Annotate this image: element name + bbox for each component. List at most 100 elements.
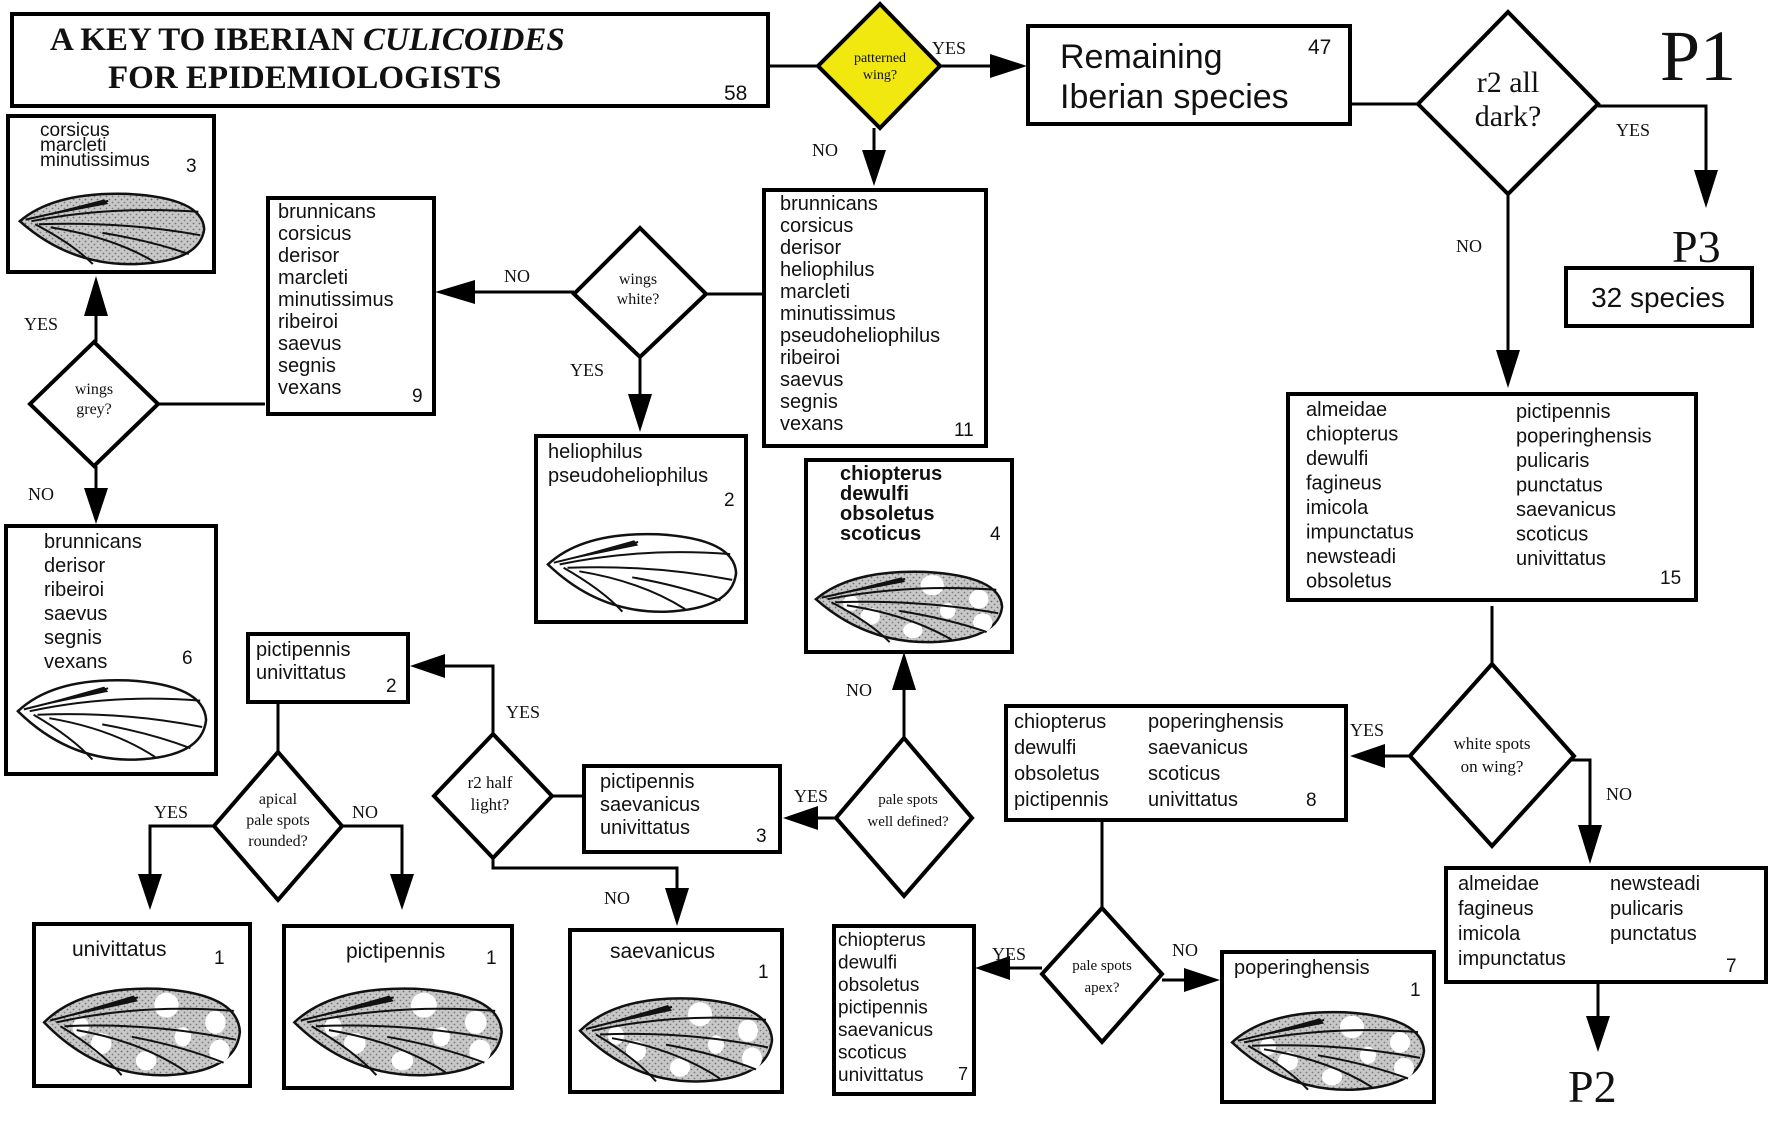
arrowhead	[138, 874, 162, 910]
wing-costa	[553, 540, 639, 563]
connector-apical-pict1	[342, 824, 404, 874]
label-yes: YES	[570, 360, 604, 380]
label-yes: YES	[1616, 120, 1650, 140]
arrowhead	[410, 654, 445, 678]
pale-spot	[973, 613, 993, 632]
connectors	[84, 54, 1718, 1052]
wing-vein	[311, 1025, 378, 1076]
species-name: chiopterus	[1306, 424, 1398, 446]
species-name: pseudoheliophilus	[780, 325, 940, 347]
wing-vein	[34, 223, 94, 265]
species-list: saevanicus	[610, 940, 715, 963]
species-name: ribeiroi	[780, 347, 840, 369]
arrowhead	[390, 874, 414, 910]
species-name: obsoletus	[1014, 763, 1100, 785]
box-count: 3	[756, 826, 767, 847]
species-name: obsoletus	[1306, 571, 1392, 593]
species-name: vexans	[44, 651, 107, 673]
species-name: saevanicus	[600, 794, 700, 816]
wing-costa	[50, 995, 138, 1021]
label-no: NO	[352, 802, 378, 822]
arrowhead	[783, 806, 818, 830]
box-popering: poperinghensis 1	[1220, 950, 1436, 1104]
species-name: impunctatus	[1306, 522, 1414, 544]
species-name: vexans	[278, 377, 341, 399]
pale-spot	[135, 1051, 157, 1071]
wing-vein	[328, 1029, 447, 1074]
wing-vein	[56, 1007, 234, 1024]
arrowhead	[84, 276, 108, 316]
question-line: wing?	[863, 68, 897, 83]
species-name: pulicaris	[1610, 898, 1683, 920]
species-name: chiopterus	[840, 463, 942, 485]
question-line: on wing?	[1461, 757, 1524, 776]
species-name: dewulfi	[838, 953, 897, 974]
label-no: NO	[1606, 784, 1632, 804]
species-name: impunctatus	[1458, 948, 1566, 970]
pale-spot	[1322, 1068, 1342, 1086]
arrowhead	[1586, 1016, 1610, 1052]
species-list: poperinghensis	[1234, 957, 1370, 979]
species-name: saevanicus	[838, 1020, 933, 1041]
pale-spot	[738, 1019, 758, 1042]
label-yes: YES	[992, 944, 1026, 964]
wing-vein	[835, 600, 999, 615]
pale-spot	[344, 1032, 366, 1055]
arrowhead	[1694, 170, 1718, 208]
wing-vein	[559, 551, 731, 566]
species-name: minutissimus	[40, 150, 150, 171]
box-count: 2	[724, 490, 735, 511]
question-line: r2 half	[468, 773, 513, 792]
wing-vein	[665, 1043, 757, 1071]
species-name: derisor	[278, 245, 339, 267]
pale-spot	[72, 1017, 89, 1037]
box-count: 15	[1660, 568, 1681, 589]
title-box: A KEY TO IBERIAN CULICOIDES FOR EPIDEMIO…	[10, 12, 770, 108]
pale-spot	[920, 575, 944, 596]
question-line: dark?	[1475, 100, 1542, 133]
page-label-p2: P2	[1568, 1061, 1617, 1112]
pale-spot	[843, 595, 859, 611]
species-name: vexans	[780, 413, 843, 435]
wing-costa	[23, 686, 109, 710]
arrowhead	[990, 54, 1027, 78]
page-label-p1: P1	[1660, 16, 1736, 96]
species-name: minutissimus	[278, 289, 394, 311]
species-name: imicola	[1458, 923, 1521, 945]
wing-illustration-spotted	[292, 987, 503, 1077]
wing-costa	[821, 577, 906, 598]
pale-spot	[209, 1039, 230, 1063]
species-name: univittatus	[1148, 789, 1238, 811]
species-name: corsicus	[40, 120, 110, 141]
question-line: r2 all	[1477, 66, 1539, 99]
species-list: univittatus	[72, 938, 167, 961]
wing-illustration-spotted	[1230, 1010, 1426, 1091]
label-no: NO	[1172, 940, 1198, 960]
species-name: univittatus	[838, 1065, 924, 1086]
species-name: saevus	[44, 603, 107, 625]
species-name: segnis	[278, 355, 336, 377]
